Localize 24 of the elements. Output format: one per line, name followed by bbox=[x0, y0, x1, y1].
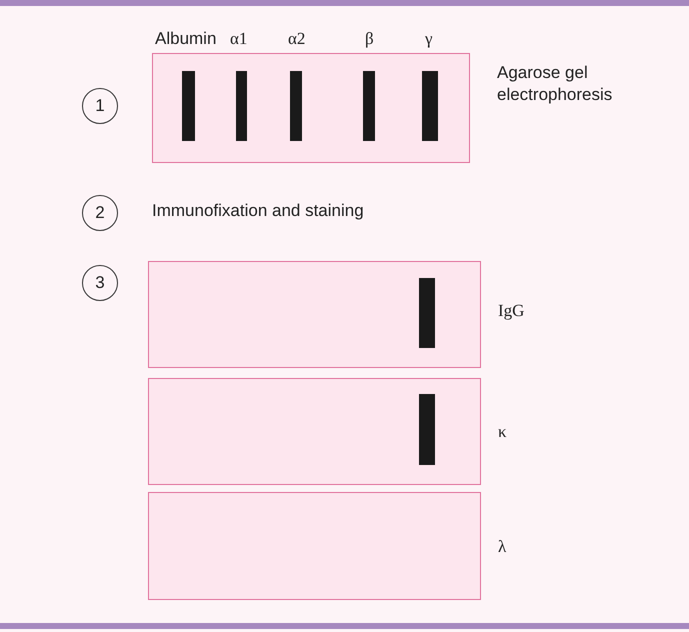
gel-band bbox=[236, 71, 247, 141]
gel-band bbox=[290, 71, 302, 141]
step-number: 2 bbox=[82, 195, 118, 231]
gel-panel bbox=[148, 492, 481, 600]
step-number: 3 bbox=[82, 265, 118, 301]
step-label: Immunofixation and staining bbox=[152, 201, 364, 221]
antibody-label: λ bbox=[498, 536, 508, 558]
gel-band bbox=[182, 71, 195, 141]
gel-band bbox=[422, 71, 438, 141]
gel-band bbox=[419, 278, 435, 348]
fraction-label: Albumin bbox=[155, 29, 216, 49]
gel-band bbox=[363, 71, 375, 141]
method-label: Agarose gel electrophoresis bbox=[497, 62, 614, 106]
antibody-label: κ bbox=[498, 421, 508, 443]
antibody-label: IgG bbox=[498, 300, 526, 322]
step-number: 1 bbox=[82, 88, 118, 124]
fraction-label: γ bbox=[425, 29, 433, 49]
gel-panel bbox=[152, 53, 470, 163]
gel-band bbox=[419, 394, 435, 465]
gel-panel bbox=[148, 261, 481, 368]
fraction-label: α1 bbox=[230, 29, 248, 49]
fraction-label: β bbox=[365, 29, 374, 49]
gel-panel bbox=[148, 378, 481, 485]
fraction-label: α2 bbox=[288, 29, 306, 49]
